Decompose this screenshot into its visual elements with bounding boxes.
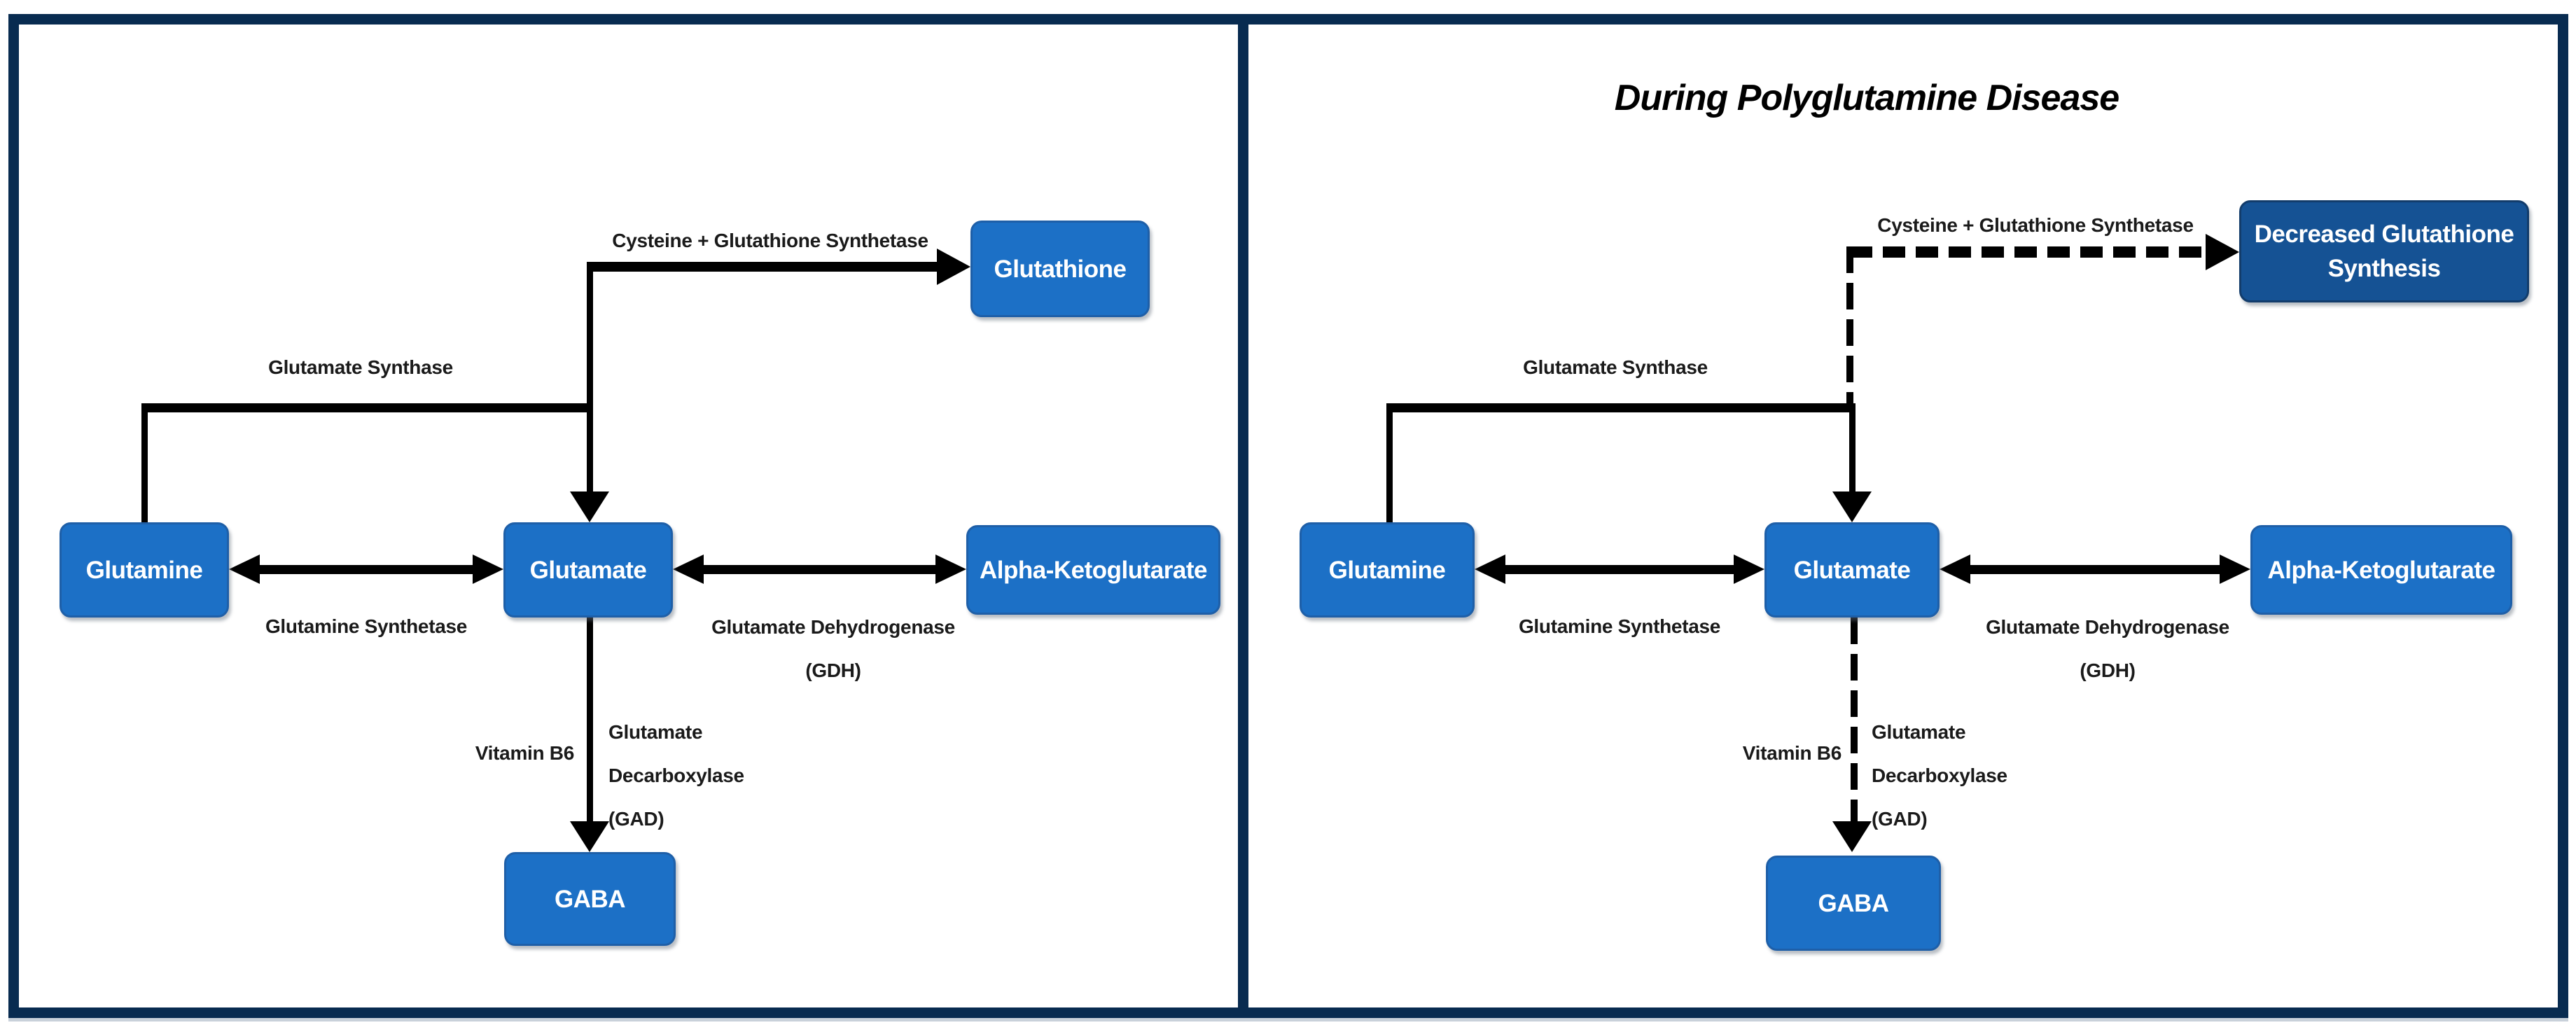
panel-title: During Polyglutamine Disease bbox=[1614, 78, 2119, 118]
label-gad-line3: (GAD) bbox=[608, 808, 664, 830]
edge-gaba-vertical bbox=[587, 618, 593, 821]
arrowhead-right-icon bbox=[473, 555, 503, 584]
arrowhead-left-icon bbox=[1475, 555, 1505, 584]
node-glutathione: Glutathione bbox=[970, 221, 1150, 317]
edge-glutamate-synthase-vertical bbox=[141, 403, 148, 522]
node-glutamine: Glutamine bbox=[60, 522, 229, 618]
label-glutamate-dehydrogenase-line1: Glutamate Dehydrogenase bbox=[711, 616, 955, 638]
label-gad-line1: Glutamate bbox=[1872, 721, 1966, 743]
label-gdh-abbreviation: (GDH) bbox=[805, 660, 861, 681]
node-gaba: GABA bbox=[1766, 856, 1941, 951]
outer-border-shadow bbox=[8, 1018, 2568, 1021]
node-alpha-ketoglutarate: Alpha-Ketoglutarate bbox=[2250, 525, 2512, 615]
label-glutamate-decarboxylase: Glutamate Decarboxylase (GAD) bbox=[1872, 711, 2007, 841]
label-gdh-abbreviation: (GDH) bbox=[2080, 660, 2136, 681]
label-gad-line2: Decarboxylase bbox=[1872, 765, 2007, 786]
arrowhead-right-icon bbox=[1734, 555, 1764, 584]
label-glutamate-decarboxylase: Glutamate Decarboxylase (GAD) bbox=[608, 711, 744, 841]
label-gad-line2: Decarboxylase bbox=[608, 765, 744, 786]
edge-glutamate-synthase-horizontal bbox=[144, 403, 592, 412]
edge-glutathione-horizontal bbox=[587, 262, 938, 272]
label-cysteine-glutathione-synthetase: Cysteine + Glutathione Synthetase bbox=[612, 230, 928, 251]
label-glutamine-synthetase: Glutamine Synthetase bbox=[265, 615, 468, 637]
arrowhead-into-glutamate-icon bbox=[1832, 491, 1872, 522]
arrow-shaft bbox=[1966, 565, 2224, 574]
arrowhead-into-glutathione-icon bbox=[937, 249, 970, 285]
edge-glutamate-synthase-vertical bbox=[1386, 403, 1393, 522]
arrow-shaft bbox=[256, 565, 477, 574]
node-glutamate: Glutamate bbox=[1764, 522, 1940, 618]
edge-glutamine-glutamate-bidirectional bbox=[1475, 555, 1764, 584]
arrowhead-into-decreased-glutathione-icon bbox=[2206, 234, 2239, 270]
edge-dashed-gaba-vertical bbox=[1851, 618, 1858, 821]
arrowhead-into-glutamate-icon bbox=[570, 491, 609, 522]
arrow-shaft bbox=[699, 565, 940, 574]
label-glutamate-dehydrogenase: Glutamate Dehydrogenase (GDH) bbox=[1986, 606, 2229, 692]
arrowhead-right-icon bbox=[935, 555, 966, 584]
edge-main-vertical-lower bbox=[1849, 403, 1856, 491]
label-gad-line1: Glutamate bbox=[608, 721, 703, 743]
label-gad-line3: (GAD) bbox=[1872, 808, 1928, 830]
edge-dashed-glutathione-horizontal bbox=[1850, 246, 2206, 258]
arrowhead-right-icon bbox=[2220, 555, 2250, 584]
label-glutamate-synthase: Glutamate Synthase bbox=[268, 356, 453, 378]
arrowhead-left-icon bbox=[673, 555, 704, 584]
arrowhead-left-icon bbox=[229, 555, 260, 584]
edge-main-vertical bbox=[587, 262, 593, 491]
edge-glutamate-akg-bidirectional bbox=[673, 555, 966, 584]
arrowhead-into-gaba-icon bbox=[1832, 821, 1872, 852]
node-glutamine: Glutamine bbox=[1300, 522, 1475, 618]
arrow-shaft bbox=[1501, 565, 1738, 574]
label-glutamate-dehydrogenase-line1: Glutamate Dehydrogenase bbox=[1986, 616, 2229, 638]
node-alpha-ketoglutarate: Alpha-Ketoglutarate bbox=[966, 525, 1220, 615]
edge-glutamine-glutamate-bidirectional bbox=[229, 555, 503, 584]
edge-glutamate-synthase-horizontal bbox=[1389, 403, 1853, 412]
label-vitamin-b6: Vitamin B6 bbox=[475, 742, 575, 764]
node-decreased-glutathione-synthesis: Decreased Glutathione Synthesis bbox=[2239, 200, 2529, 302]
edge-dashed-vertical-upper bbox=[1846, 246, 1853, 403]
arrowhead-into-gaba-icon bbox=[570, 821, 609, 852]
arrowhead-left-icon bbox=[1940, 555, 1970, 584]
label-cysteine-glutathione-synthetase: Cysteine + Glutathione Synthetase bbox=[1877, 214, 2194, 236]
label-glutamate-dehydrogenase: Glutamate Dehydrogenase (GDH) bbox=[711, 606, 955, 692]
node-gaba: GABA bbox=[504, 852, 676, 946]
label-vitamin-b6: Vitamin B6 bbox=[1742, 742, 1842, 764]
panel-divider bbox=[1238, 14, 1248, 1018]
node-glutamate: Glutamate bbox=[503, 522, 673, 618]
edge-glutamate-akg-bidirectional bbox=[1940, 555, 2250, 584]
outer-border bbox=[8, 14, 2568, 1018]
label-glutamine-synthetase: Glutamine Synthetase bbox=[1518, 615, 1721, 637]
label-glutamate-synthase: Glutamate Synthase bbox=[1523, 356, 1708, 378]
